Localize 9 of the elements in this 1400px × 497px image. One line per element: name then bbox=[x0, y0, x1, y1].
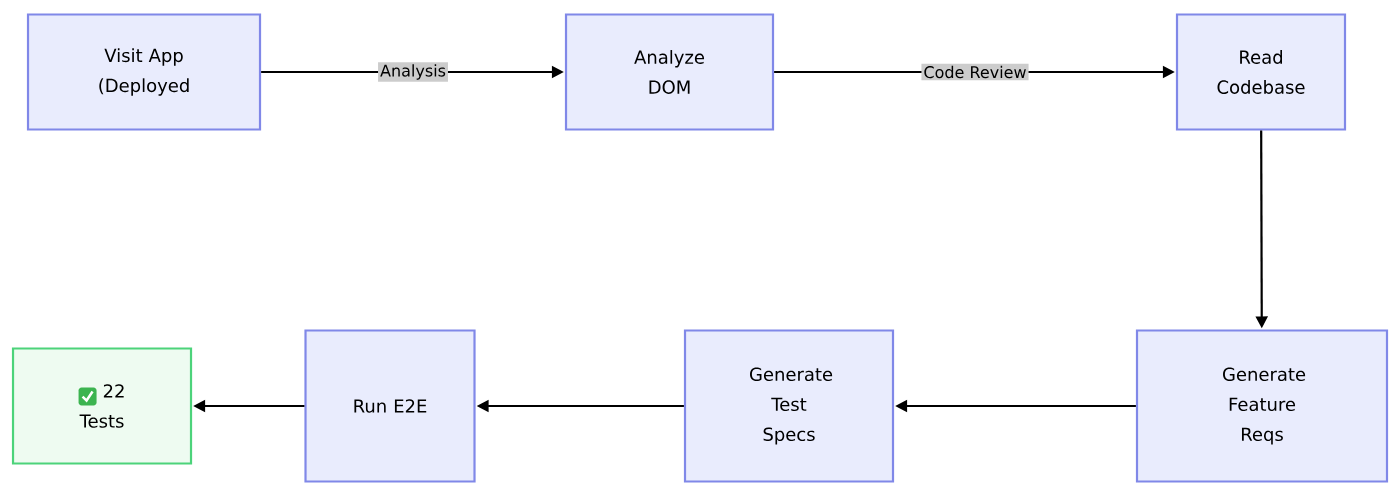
edge-label: Code Review bbox=[921, 63, 1029, 81]
result-box: 22 Tests bbox=[11, 347, 193, 465]
process-box: Generate Test Specs bbox=[683, 329, 895, 483]
process-box: Visit App (Deployed bbox=[26, 13, 262, 131]
edge-label: Analysis bbox=[378, 62, 448, 82]
process-box: Read Codebase bbox=[1175, 13, 1347, 131]
process-box: Generate Feature Reqs bbox=[1135, 329, 1389, 483]
process-box: Run E2E bbox=[304, 329, 476, 483]
process-box: Analyze DOM bbox=[564, 13, 775, 131]
